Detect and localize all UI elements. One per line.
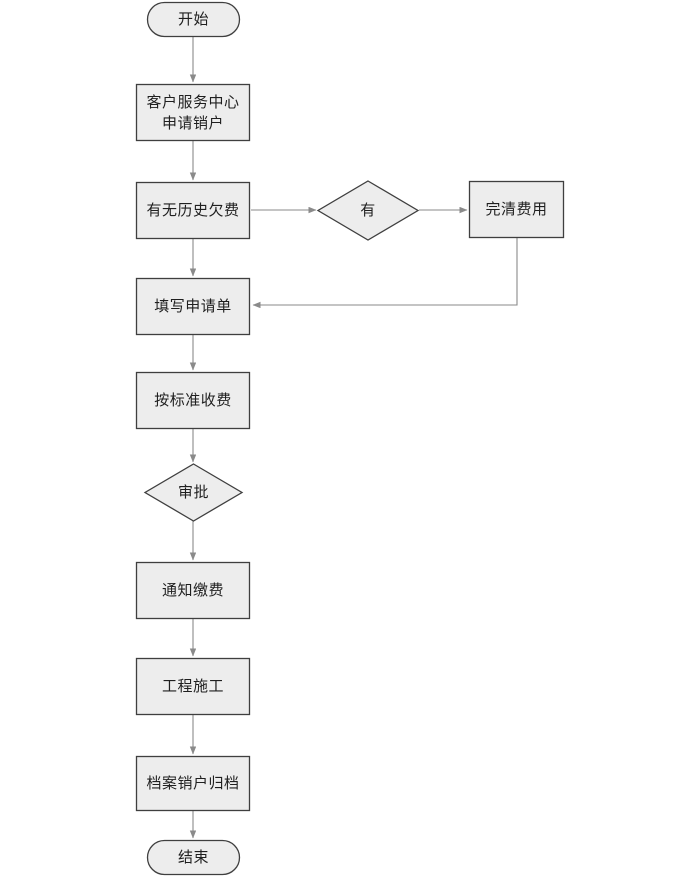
node-shape-has-arrears[interactable] bbox=[316, 180, 420, 241]
node-shape-fill-form[interactable] bbox=[135, 277, 251, 336]
node-shape-charge[interactable] bbox=[135, 371, 251, 430]
node-shape-archive[interactable] bbox=[135, 755, 251, 812]
node-shape-arrears[interactable] bbox=[135, 181, 251, 240]
node-shape-notify[interactable] bbox=[135, 561, 251, 620]
connector-settle-to-fillform-feedback bbox=[252, 238, 518, 309]
node-shape-settle[interactable] bbox=[468, 180, 565, 239]
node-shape-start[interactable] bbox=[146, 1, 241, 38]
node-shape-approval[interactable] bbox=[143, 463, 244, 522]
node-shape-end[interactable] bbox=[146, 839, 241, 876]
node-shape-apply[interactable] bbox=[135, 83, 251, 142]
node-shape-construction[interactable] bbox=[135, 657, 251, 716]
